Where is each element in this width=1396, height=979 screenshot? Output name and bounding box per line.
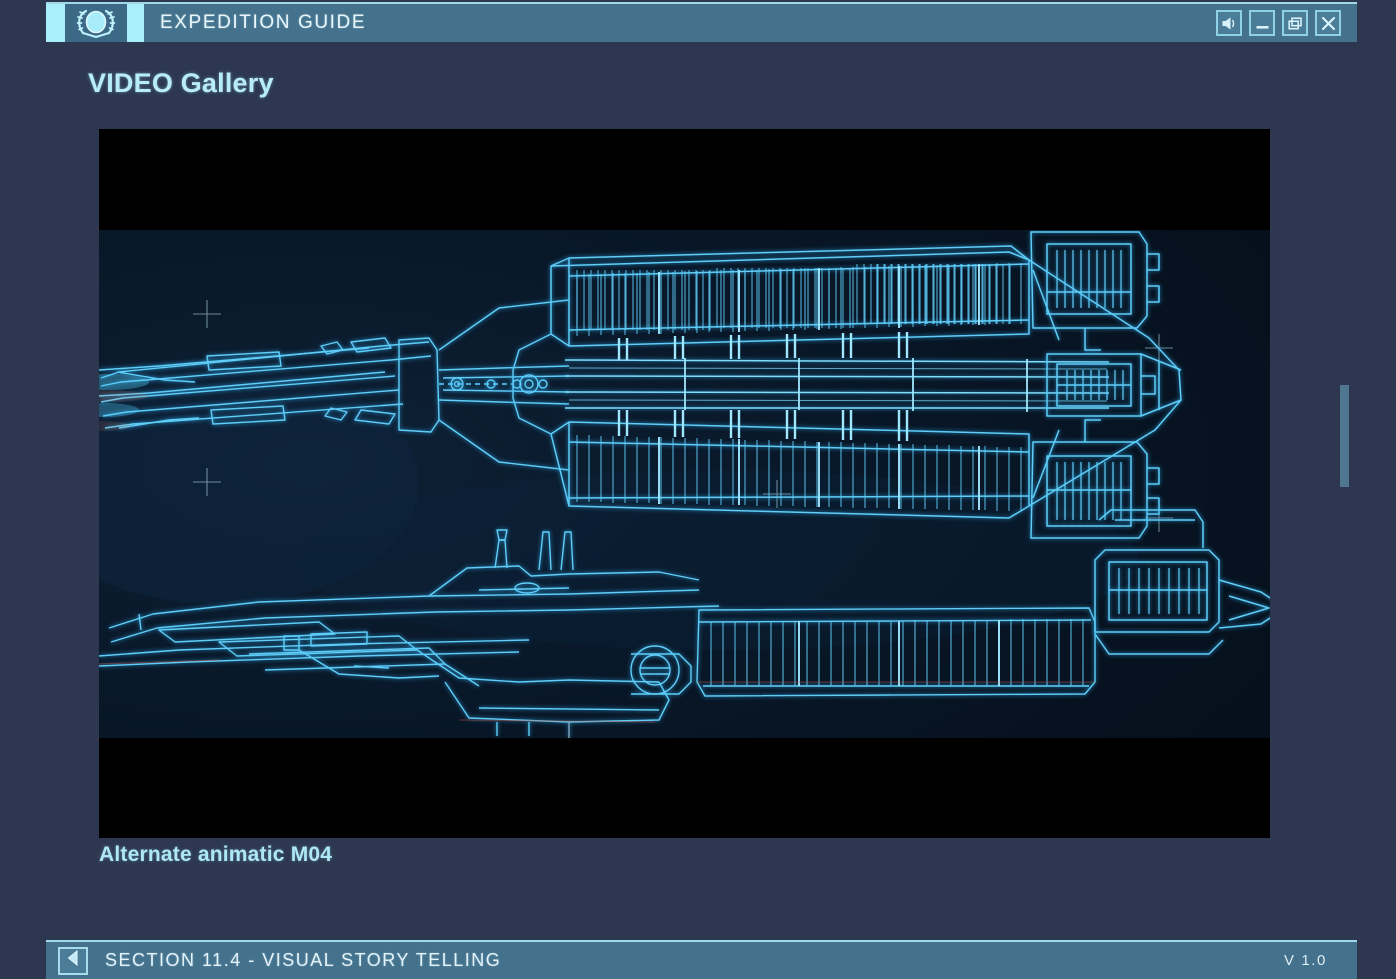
video-caption: Alternate animatic M04 [99,843,333,866]
restore-button[interactable] [1282,10,1308,36]
window-titlebar: EXPEDITION GUIDE [46,2,1357,42]
titlebar-accent-stripe-left [46,4,65,42]
video-frame-blueprint-schematic [99,230,1270,738]
restore-icon [1287,16,1304,31]
section-label: SECTION 11.4 - VISUAL STORY TELLING [105,950,502,970]
status-bar: SECTION 11.4 - VISUAL STORY TELLING V 1.… [46,940,1357,979]
minimize-button[interactable] [1249,10,1275,36]
vertical-scrollbar-thumb[interactable] [1340,385,1349,487]
minimize-icon [1254,16,1271,31]
app-logo [65,4,127,42]
back-button[interactable] [58,946,88,975]
close-button[interactable] [1315,10,1341,36]
page-title: VIDEO Gallery [88,68,274,98]
volume-button[interactable] [1216,10,1242,36]
titlebar-accent-stripe-right [127,4,144,42]
version-label: V 1.0 [1283,952,1327,969]
laurel-wreath-emblem-icon [74,7,118,39]
video-player[interactable] [99,129,1270,838]
back-arrow-icon [64,949,82,972]
starship-blueprint-drawing [99,231,1270,738]
speaker-icon [1221,16,1238,31]
close-icon [1320,16,1337,31]
vertical-scrollbar-track[interactable] [1340,48,1349,928]
window-controls [1216,4,1357,42]
window-title: EXPEDITION GUIDE [160,12,367,33]
